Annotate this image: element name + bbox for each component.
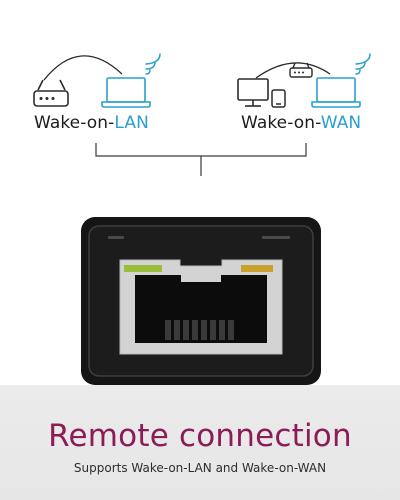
wifi-signal-icon [355, 53, 371, 75]
router-icon [289, 62, 313, 78]
lan-label-prefix: Wake-on- [34, 113, 115, 133]
desktop-monitor-icon [237, 78, 269, 107]
subline: Supports Wake-on-LAN and Wake-on-WAN [73, 461, 327, 475]
rj45-port-icon [81, 217, 321, 385]
laptop-icon [101, 77, 151, 108]
headline: Remote connection [48, 418, 352, 454]
wan-label-prefix: Wake-on- [241, 113, 321, 133]
activity-led [241, 265, 273, 272]
wan-label-accent: WAN [320, 113, 362, 133]
wake-on-wan-label: Wake-on-WAN [241, 113, 361, 133]
laptop-icon [311, 77, 361, 108]
link-led [124, 265, 162, 272]
caption-band [0, 385, 400, 500]
wan-connection-arc [255, 62, 331, 79]
lan-connection-arc [43, 55, 123, 81]
wifi-signal-icon [145, 53, 161, 75]
router-icon [33, 79, 69, 107]
connector-bracket [95, 143, 307, 176]
smartphone-icon [271, 89, 286, 108]
lan-label-accent: LAN [114, 113, 149, 133]
wake-on-lan-label: Wake-on-LAN [34, 113, 149, 133]
